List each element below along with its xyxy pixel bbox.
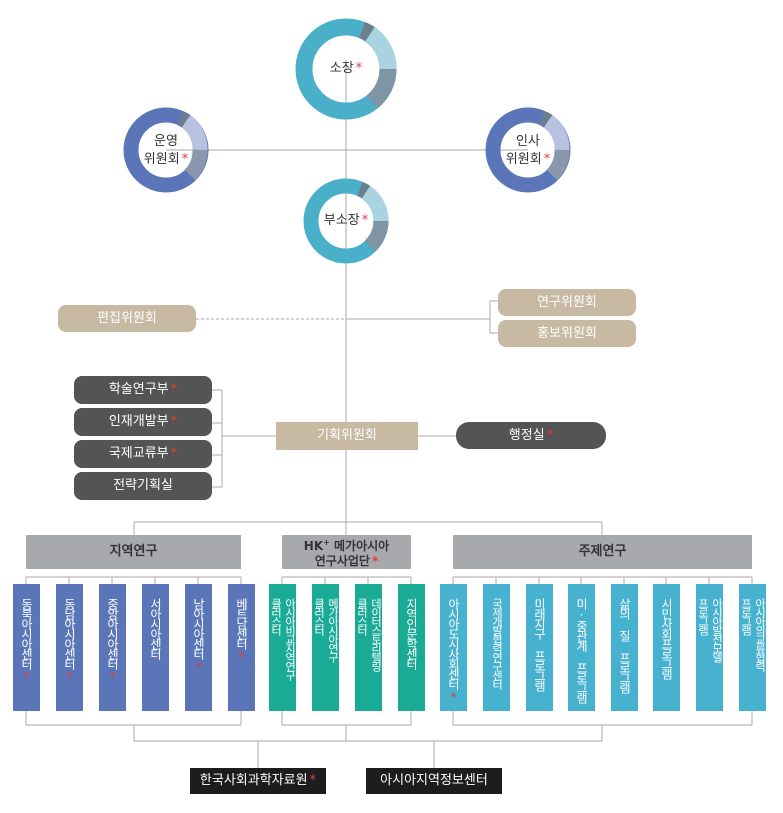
hk-cluster-label: 메가아시아연구 클러스터 [312,598,340,661]
thematic-urban: 아시아도시사회센터 * [440,584,467,711]
star-icon: * [234,650,249,662]
star-icon: * [371,554,379,568]
thematic-future-earth: 미래지구 프로그램 [526,584,553,711]
regional-center-label: 서아시아센터 [148,598,163,658]
regional-center-central: 중앙아시아센터 * [99,584,126,711]
hr-committee-node: 인사 위원회* [493,131,563,171]
kossda: 한국사회과학자료원* [190,768,326,794]
vice-director-node: 부소장* [306,201,386,241]
thematic-label: 시민사회프로그램 [659,598,674,678]
regional-center-label: 동북아시아센터 [19,598,34,668]
hk-cluster-datastory: 데이터스토리텔링 클러스터 [355,584,383,711]
research-committee-label: 연구위원회 [537,294,597,310]
group-hk-label-line1: 메가아시아 [329,539,390,553]
dept-international: 국제교류부* [74,440,212,468]
hr-committee-label-line1: 인사 [516,134,540,149]
regional-center-vietnam: 베트남센터 * [228,584,255,711]
thematic-label: 국제개발협력연구센터 [490,598,504,688]
group-hk: HK+ 메가아시아 연구사업단* [282,535,411,569]
hk-cluster-label: 지역인문학센터 [404,598,419,668]
dept-talent-label: 인재개발부 [108,414,169,429]
admin-office-label: 행정실 [508,427,545,443]
dept-international-label: 국제교류부 [108,446,169,461]
ops-committee-label-line1: 운영 [154,134,178,149]
hk-cluster-label: 아시아비교지역연구 클러스터 [269,598,297,679]
thematic-label: 미래지구 프로그램 [532,598,547,690]
research-committee: 연구위원회 [498,289,636,316]
planning-committee-label: 기획위원회 [317,428,377,443]
thematic-development: 국제개발협력연구센터 [483,584,510,711]
regional-center-label: 남아시아센터 [191,598,206,658]
thematic-label: 아시아발전모델 프로그램 [696,598,724,661]
star-icon: * [543,152,551,167]
dept-academic-label: 학술연구부 [108,382,169,397]
dept-academic: 학술연구부* [74,376,212,404]
thematic-label: 미·중관계 프로그램 [574,598,589,702]
asia-info-center: 아시아지역정보센터 [366,768,502,794]
group-thematic-label: 주제연구 [578,544,627,559]
dept-strategy-label: 전략기획실 [113,478,173,493]
regional-center-west: 서아시아센터 [142,584,169,711]
hk-cluster-humanities: 지역인문학센터 [398,584,425,711]
regional-center-south: 남아시아센터 * [185,584,212,711]
editorial-committee-label: 편집위원회 [97,310,157,326]
regional-center-southeast: 동남아시아센터 * [56,584,83,711]
hk-cluster-comparative: 아시아비교지역연구 클러스터 [269,584,297,711]
thematic-us-china: 미·중관계 프로그램 [568,584,595,711]
thematic-exchange: 아시아의교류협력 프로그램 [739,584,767,711]
thematic-quality-of-life: 삶의 질 프로그램 [611,584,638,711]
director-ring [295,18,397,120]
hk-cluster-megaasia: 메가아시아연구 클러스터 [312,584,340,711]
pr-committee-label: 홍보위원회 [537,325,597,341]
star-icon: * [446,690,461,702]
group-hk-label-line2: 연구사업단 [314,554,370,568]
star-icon: * [546,427,554,443]
star-icon: * [309,773,317,788]
dept-talent: 인재개발부* [74,408,212,436]
star-icon: * [181,152,189,167]
thematic-label: 삶의 질 프로그램 [617,598,632,692]
star-icon: * [355,61,363,76]
star-icon: * [170,382,178,397]
thematic-dev-model: 아시아발전모델 프로그램 [696,584,724,711]
asia-info-center-label: 아시아지역정보센터 [380,773,488,788]
ops-committee-node: 운영 위원회* [131,131,201,171]
admin-office: 행정실* [456,422,606,449]
star-icon: * [191,660,206,672]
star-icon: * [361,213,369,228]
hr-committee-label-line2: 위원회 [505,152,542,167]
star-icon: * [105,670,120,682]
ops-committee-ring [123,107,209,193]
director-label: 소장 [329,61,354,76]
planning-committee: 기획위원회 [276,422,418,450]
group-hk-label-sup: + [323,538,330,547]
group-thematic: 주제연구 [453,535,752,569]
dept-strategy: 전략기획실 [74,472,212,500]
thematic-label: 아시아도시사회센터 [446,598,461,688]
editorial-committee: 편집위원회 [58,305,196,332]
group-regional-label: 지역연구 [109,544,158,559]
vice-director-ring [303,178,389,264]
ops-committee-label-line2: 위원회 [143,152,180,167]
hr-committee-ring [485,107,571,193]
star-icon: * [170,414,178,429]
director-node: 소장* [306,49,386,89]
regional-center-label: 베트남센터 [234,598,249,648]
regional-center-label: 동남아시아센터 [62,598,77,668]
group-regional: 지역연구 [26,535,241,569]
thematic-label: 아시아의교류협력 프로그램 [739,598,767,670]
star-icon: * [19,670,34,682]
vice-director-label: 부소장 [323,213,360,228]
regional-center-label: 중앙아시아센터 [105,598,120,668]
kossda-label: 한국사회과학자료원 [199,773,308,788]
pr-committee: 홍보위원회 [498,320,636,347]
regional-center-northeast: 동북아시아센터 * [13,584,40,711]
thematic-civil-society: 시민사회프로그램 [653,584,680,711]
hk-cluster-label: 데이터스토리텔링 클러스터 [355,598,383,670]
star-icon: * [62,670,77,682]
group-hk-label-hk: HK [303,539,324,553]
star-icon: * [170,446,178,461]
